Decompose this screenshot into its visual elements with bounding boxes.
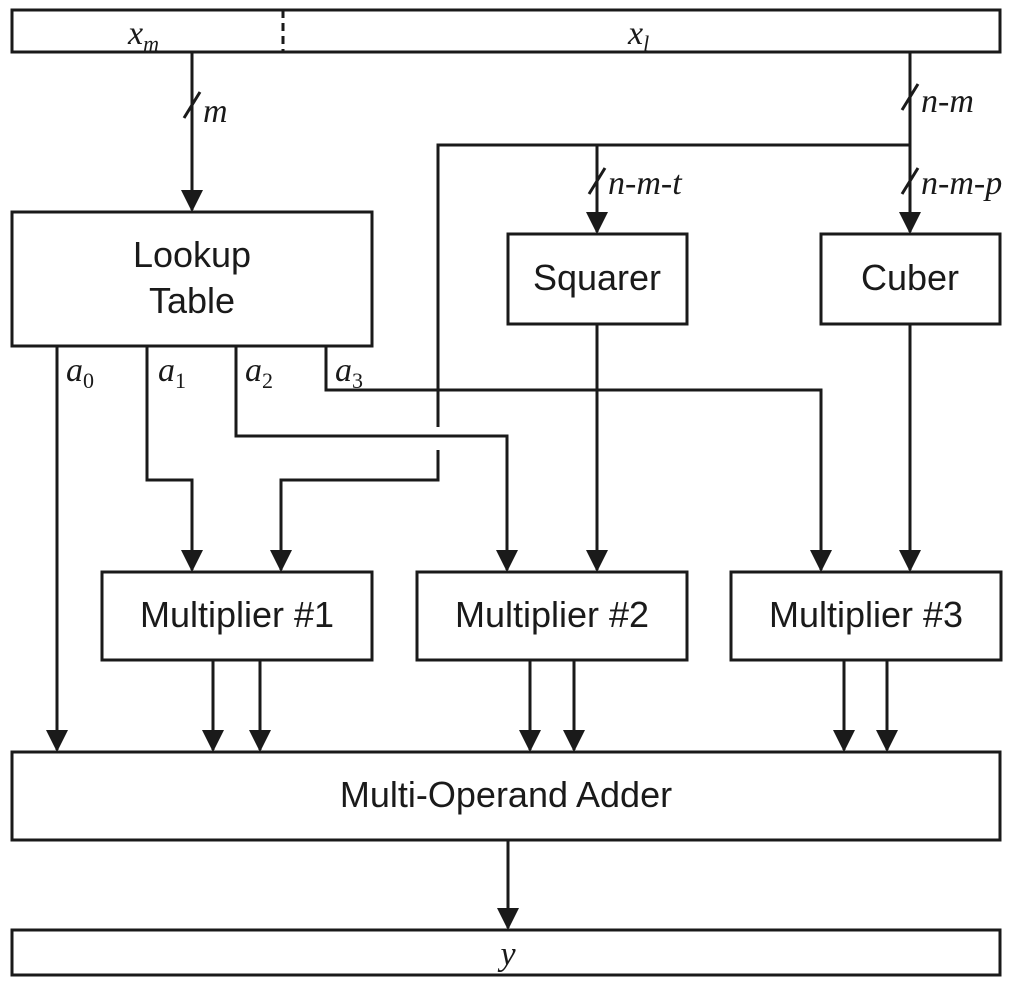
- multiplier-1-block: Multiplier #1: [100, 570, 374, 662]
- coef-a0-label: a0: [66, 352, 94, 393]
- multiplier-3-block: Multiplier #3: [729, 570, 1003, 662]
- wire-a0: a0: [46, 346, 94, 752]
- lookup-table-label-line2: Table: [149, 280, 235, 321]
- wire-a3: a3: [324, 346, 832, 572]
- multiplier-1-label: Multiplier #1: [140, 594, 334, 635]
- coef-a2-label: a2: [245, 352, 273, 393]
- cuber-label: Cuber: [861, 257, 959, 298]
- input-xl-label: xl: [627, 15, 649, 56]
- adder-label: Multi-Operand Adder: [340, 774, 672, 815]
- lookup-table-block: Lookup Table: [10, 210, 374, 348]
- coef-a1-label: a1: [158, 352, 186, 393]
- input-xm-label: xm: [127, 15, 159, 56]
- wire-xl-bus: n-m n-m-p: [899, 52, 1002, 234]
- wires-mult-to-adder: [202, 660, 898, 752]
- lookup-table-label-line1: Lookup: [133, 234, 251, 275]
- adder-block: Multi-Operand Adder: [10, 750, 1002, 842]
- multiplier-2-label: Multiplier #2: [455, 594, 649, 635]
- output-register: y: [10, 928, 1002, 977]
- multiplier-3-label: Multiplier #3: [769, 594, 963, 635]
- wire-a2: a2: [234, 346, 518, 572]
- bus-width-n-m: n-m: [921, 83, 974, 120]
- output-y-label: y: [497, 936, 516, 973]
- bus-width-n-m-p: n-m-p: [921, 165, 1002, 202]
- bus-width-n-m-t: n-m-t: [608, 165, 683, 202]
- squarer-block: Squarer: [506, 232, 689, 326]
- cuber-block: Cuber: [819, 232, 1002, 326]
- wire-xm-to-lookup: m: [181, 52, 228, 212]
- wire-xl-branch: n-m-t: [270, 143, 910, 572]
- bus-width-m: m: [203, 93, 228, 130]
- squarer-label: Squarer: [533, 257, 661, 298]
- multiplier-2-block: Multiplier #2: [415, 570, 689, 662]
- input-register: xm xl: [10, 8, 1002, 56]
- coef-a3-label: a3: [335, 352, 363, 393]
- wire-a1: a1: [145, 346, 203, 572]
